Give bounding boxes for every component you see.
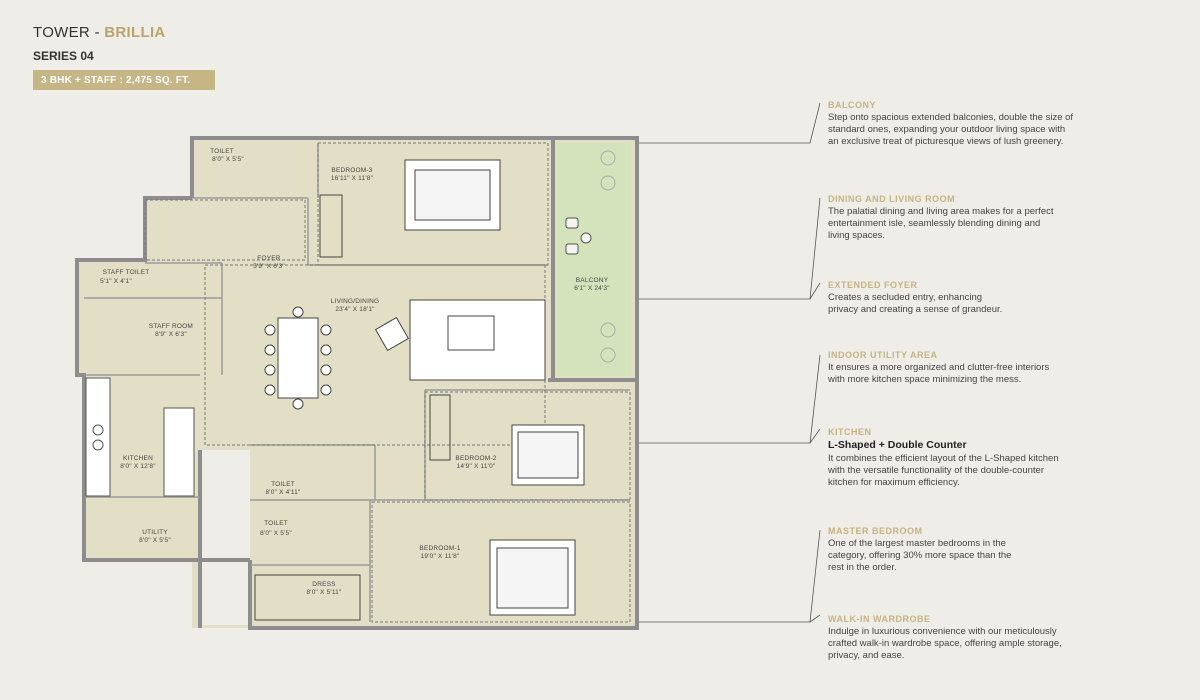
balcony-name: BALCONY [576,277,609,284]
feature-balcony: BALCONY Step onto spacious extended balc… [828,100,1183,148]
feature-foyer: EXTENDED FOYER Creates a secluded entry,… [828,280,1183,316]
feature-desc: Creates a secluded entry, enhancing priv… [828,292,1183,316]
feature-desc: It ensures a more organized and clutter-… [828,362,1183,386]
foyer-size: 5'9" X 6'3" [253,263,285,270]
feature-master-bedroom: MASTER BEDROOM One of the largest master… [828,526,1183,574]
beds [404,159,585,616]
living-size: 23'4" X 18'1" [335,306,375,313]
feature-walk-in-wardrobe: WALK-IN WARDROBE Indulge in luxurious co… [828,614,1183,662]
feature-title: INDOOR UTILITY AREA [828,350,938,360]
tower-title: TOWER - BRILLIA [33,24,215,41]
feature-title: MASTER BEDROOM [828,526,923,536]
bedroom1-size: 19'0" X 11'8" [421,553,460,560]
bedroom3-size: 16'11" X 11'8" [331,175,374,182]
feature-line: standard ones, expanding your outdoor li… [828,124,1066,135]
balcony-chairs [565,217,592,255]
feature-title: EXTENDED FOYER [828,280,918,290]
utility-size: 8'0" X 5'5" [139,537,171,544]
series-label: SERIES 04 [33,49,94,63]
feature-line: Indulge in luxurious convenience with ou… [828,626,1057,637]
toilet-low-name: TOILET [264,520,288,527]
feature-line: It combines the efficient layout of the … [828,453,1059,464]
dress-size: 8'0" X 5'11" [306,589,342,596]
leader-foyer [809,282,821,300]
feature-line: privacy, and ease. [828,650,905,661]
feature-desc: Step onto spacious extended balconies, d… [828,112,1183,148]
balcony-size: 6'1" X 24'3" [574,285,610,292]
feature-line: living spaces. [828,230,886,241]
feature-title: BALCONY [828,100,876,110]
utility-name: UTILITY [142,529,168,536]
leader-wardrobe [809,614,821,623]
kitchen-name: KITCHEN [123,455,153,462]
toilet-top-name: TOILET [210,148,234,155]
room-labels: TOILET 8'0" X 5'5" BEDROOM-3 16'11" X 11… [100,148,610,596]
toilet-top-size: 8'0" X 5'5" [212,156,244,163]
feature-subtitle: L-Shaped + Double Counter [828,439,967,451]
toilet-low-size: 8'0" X 5'5" [260,530,292,537]
balcony-fill [553,143,631,376]
toilet-mid-name: TOILET [271,481,295,488]
bedroom1-name: BEDROOM-1 [419,545,460,552]
header: TOWER - BRILLIA SERIES 04 3 BHK + STAFF … [33,24,215,90]
feature-line: category, offering 30% more space than t… [828,550,1012,561]
feature-line: Creates a secluded entry, enhancing [828,292,983,303]
feature-line: crafted walk-in wardrobe space, offering… [828,638,1062,649]
foyer-name: FOYER [257,255,280,262]
feature-line: rest in the order. [828,562,897,573]
toilet-mid-size: 8'0" X 4'11" [265,489,301,496]
sofa-set [374,299,546,381]
feature-desc: One of the largest master bedrooms in th… [828,538,1183,574]
config-badge: 3 BHK + STAFF : 2,475 SQ. FT. [33,70,215,90]
feature-utility: INDOOR UTILITY AREA It ensures a more or… [828,350,1183,386]
feature-title: KITCHEN [828,427,872,437]
dining-set [264,306,332,410]
kitchen-counters [85,377,195,497]
staff-toilet-size: 5'1" X 4'1" [100,278,132,285]
feature-line: kitchen for maximum efficiency. [828,477,960,488]
tower-name: BRILLIA [104,24,166,41]
feature-line: One of the largest master bedrooms in th… [828,538,1006,549]
leader-kitchen [809,428,821,444]
feature-desc: It combines the efficient layout of the … [828,453,1183,489]
staff-room-name: STAFF ROOM [149,323,193,330]
kitchen-size: 8'0" X 12'8" [120,463,156,470]
feature-title: WALK-IN WARDROBE [828,614,931,624]
tower-prefix: TOWER - [33,24,105,41]
feature-line: It ensures a more organized and clutter-… [828,362,1050,373]
staff-room-size: 8'9" X 6'3" [155,331,187,338]
feature-desc: The palatial dining and living area make… [828,206,1183,242]
feature-kitchen: KITCHEN L-Shaped + Double Counter It com… [828,427,1183,489]
dress-name: DRESS [312,581,336,588]
feature-line: with more kitchen space minimizing the m… [828,374,1022,385]
feature-line: privacy and creating a sense of grandeur… [828,304,1003,315]
wardrobes [254,194,451,621]
living-name: LIVING/DINING [331,298,379,305]
floor-fills [77,138,637,628]
feature-line: with the versatile functionality of the … [828,465,1044,476]
feature-line: Step onto spacious extended balconies, d… [828,112,1074,123]
feature-title: DINING AND LIVING ROOM [828,194,956,204]
bedroom2-size: 14'9" X 11'0" [457,463,496,470]
bedroom3-name: BEDROOM-3 [331,167,372,174]
staff-toilet-name: STAFF TOILET [103,269,150,276]
leader-balcony [600,102,821,144]
balcony-plants [600,150,616,363]
feature-desc: Indulge in luxurious convenience with ou… [828,626,1183,662]
feature-line: entertainment isle, seamlessly blending … [828,218,1041,229]
feature-line: an exclusive treat of picturesque views … [828,136,1064,147]
feature-dining-living: DINING AND LIVING ROOM The palatial dini… [828,194,1183,242]
bedroom2-name: BEDROOM-2 [455,455,496,462]
feature-line: The palatial dining and living area make… [828,206,1054,217]
